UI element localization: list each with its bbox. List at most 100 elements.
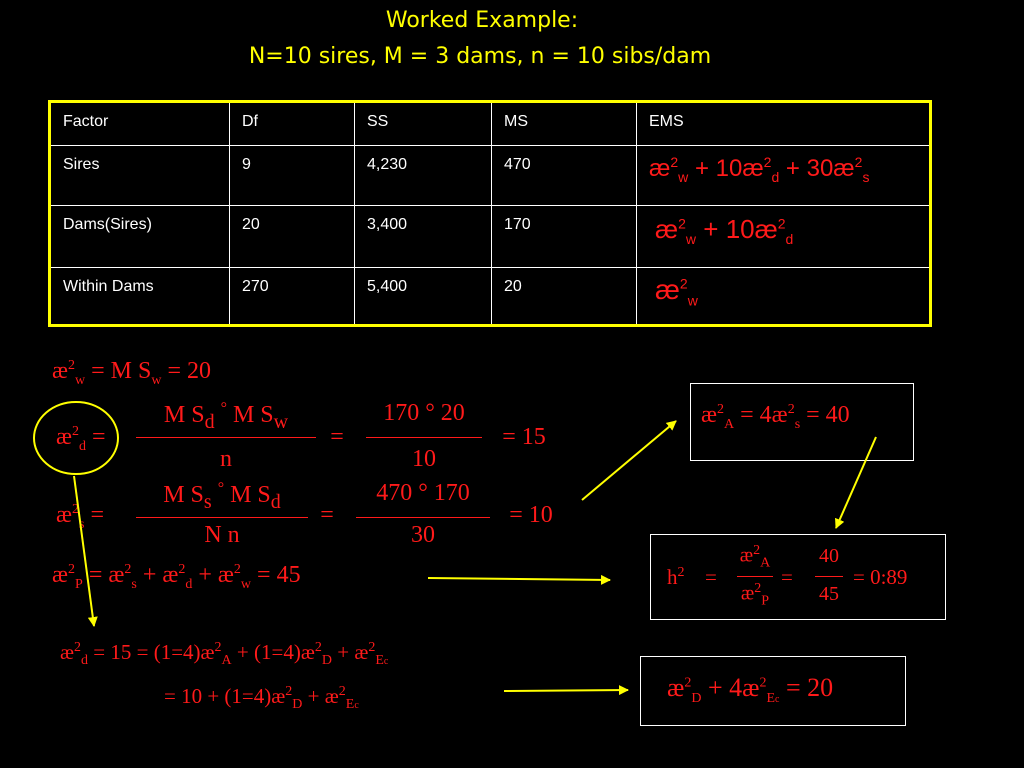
eq-result: = 10 [509,502,553,528]
eq-term: = 10 + (1=4)æ [164,684,286,708]
eq-sub: D [321,653,332,669]
eq-sub: s [79,516,85,532]
cell-ems: æ2w + 10æ2d [636,205,931,268]
eq-sup: 2 [214,640,222,655]
ems-sup: 2 [854,154,863,170]
eq-term: + æ [302,684,339,708]
fraction-bar [737,576,773,577]
eq-equals: = [90,502,105,528]
eq-sub: A [221,653,232,669]
eq-term: æ [52,358,69,384]
fraction-bar [356,517,490,518]
table-row: Dams(Sires) 20 3,400 170 æ2w + 10æ2d [49,205,931,268]
cell-ms: 20 [491,267,637,326]
eq-sup: 2 [787,402,795,417]
eq-equals: = [705,565,717,589]
eq-sup: 2 [72,502,80,517]
header-ms: MS [491,101,637,146]
box-dominance-variance: æ2D + 4æ2Ec = 20 [640,656,906,726]
eq-sub-letter: c [775,694,780,706]
ems-sub: w [685,231,697,248]
eq-term: + æ [331,640,369,664]
eq-h2-lhs: h2 [667,565,685,590]
eq-term: æ [56,424,73,450]
eq-sup: 2 [677,565,685,580]
eq-equals: = [92,424,106,450]
ems-term: æ [655,274,680,305]
ems-sup: 2 [763,154,772,170]
eq-sub-letter: E [375,653,384,669]
fraction-bar [136,517,308,518]
equation-within: æ2w = M Sw = 20 [52,358,211,389]
eq-sub: D [691,691,702,707]
cell-factor: Dams(Sires) [49,205,230,268]
ems-term: + 10æ [694,155,764,182]
eq-term: æ [739,544,754,567]
eq-sup: 2 [717,402,725,417]
frac-denominator: 45 [819,583,839,605]
eq-lhs: æ2s = [56,502,104,533]
ems-sub: s [862,168,870,185]
fraction-bar [136,437,316,438]
eq-term: h [667,565,678,589]
cell-ms: 170 [491,205,637,268]
frac-numerator: 40 [819,545,839,567]
eq-sub: D [292,697,303,713]
eq-sub: A [760,555,771,571]
eq-sup: 2 [124,562,132,577]
frac-numerator: M Ss ° M Sd [136,480,308,514]
eq-sub-letter: E [345,697,355,713]
eq-term: + æ [192,562,234,588]
ems-term: æ [649,155,671,182]
cell-ss: 4,230 [354,145,492,206]
frac-numerator: 470 ° 170 [376,480,470,506]
eq-sup: 2 [72,424,80,439]
cell-ems: æ2w + 10æ2d + 30æ2s [636,145,931,206]
eq-sub: P [75,576,83,592]
eq-term: M S [230,482,271,508]
ems-sub: d [785,231,794,248]
frac-denominator: æ2P [735,581,775,610]
ems-sup: 2 [679,275,688,292]
equation-dominance-1: æ2d = 15 = (1=4)æ2A + (1=4)æ2D + æ2Ec [60,640,388,669]
eq-sup: 2 [338,684,346,699]
eq-sup: 2 [684,675,692,691]
eq-term: æ [52,562,69,588]
eq-sub: w [240,576,252,592]
equation-phenotypic: æ2P = æ2s + æ2d + æ2w = 45 [52,562,301,593]
header-factor: Factor [49,101,230,146]
ems-term: æ [655,214,679,244]
eq-sub: w [151,372,162,388]
fraction-bar [815,576,843,577]
eq-sup: 2 [314,640,322,655]
box-additive-variance: æ2A = 4æ2s = 40 [690,383,914,461]
header-ems: EMS [636,101,931,146]
eq-sup: 2 [759,675,767,691]
box-heritability: h2 = æ2A æ2P = 40 45 = 0:89 [650,534,946,620]
eq-term: æ [740,582,755,605]
arrow-to-dominance [73,475,98,627]
eq-term: = 20 [161,358,212,384]
eq-sup: 2 [68,358,76,373]
eq-term: + 4æ [701,673,760,702]
arrow-phenotypic-to-heritability [427,574,611,585]
eq-term: æ [701,402,718,428]
eq-sub-letter: c [354,700,359,712]
ems-term: + 10æ [703,214,778,244]
header-df: Df [229,101,355,146]
frac-denominator: N n [204,522,240,548]
eq-sub: P [761,593,770,609]
arrow-to-additive [581,420,677,501]
eq-term: = 20 [779,673,834,702]
eq-sub: w [273,410,289,433]
header-ss: SS [354,101,492,146]
eq-sub: Ec [346,697,359,712]
cell-factor: Sires [49,145,230,206]
eq-result: = 0:89 [853,565,908,589]
eq-dominance-result: æ2D + 4æ2Ec = 20 [667,673,833,707]
eq-sub-letter: E [766,691,776,707]
slide-title: Worked Example: [385,8,579,33]
eq-term: æ [60,640,75,664]
ems-sup: 2 [678,215,686,232]
eq-term: = æ [82,562,125,588]
